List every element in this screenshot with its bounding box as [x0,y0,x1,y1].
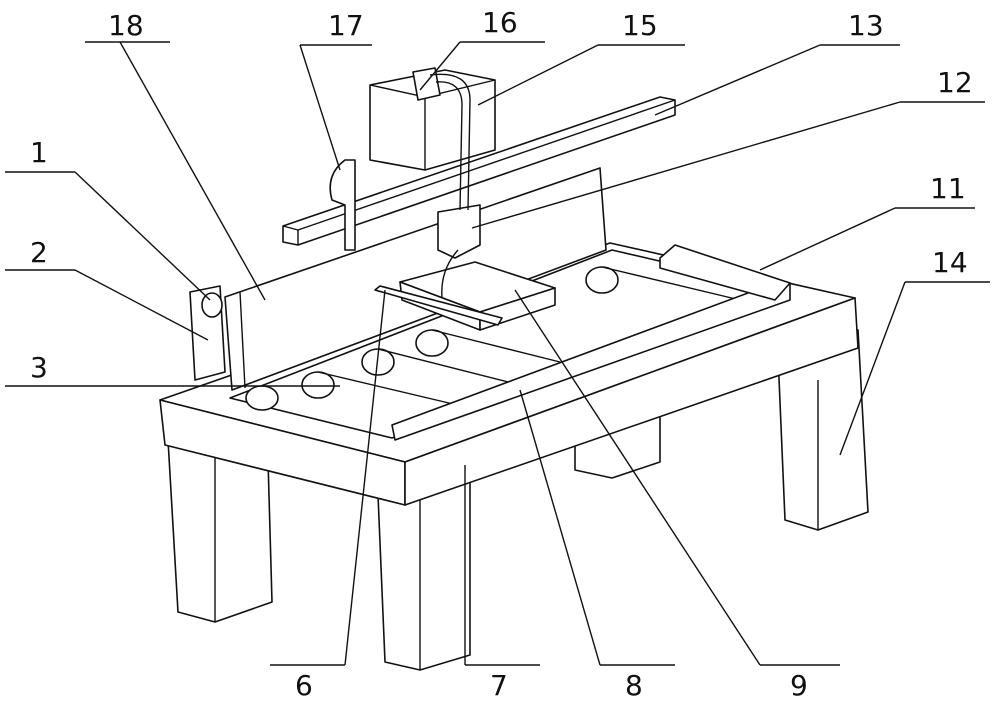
callout-12: 12 [472,66,985,228]
label-6: 6 [295,669,313,702]
label-3: 3 [30,351,48,384]
callout-3: 3 [5,351,340,386]
label-12: 12 [937,66,973,99]
callout-9: 9 [515,290,840,702]
label-16: 16 [482,6,518,39]
callout-13: 13 [655,9,900,115]
callout-1: 1 [5,136,210,300]
label-9: 9 [790,669,808,702]
callout-8: 8 [520,390,675,702]
callout-2: 2 [5,236,208,340]
label-15: 15 [622,9,658,42]
label-8: 8 [625,669,643,702]
label-2: 2 [30,236,48,269]
callout-16: 16 [420,6,545,90]
label-17: 17 [328,9,364,42]
label-13: 13 [848,9,884,42]
label-7: 7 [490,669,508,702]
label-1: 1 [30,136,48,169]
label-18: 18 [108,9,144,42]
callout-17: 17 [300,9,372,170]
label-14: 14 [932,246,968,279]
callout-7: 7 [465,465,540,702]
callout-14: 14 [840,246,990,455]
callout-6: 6 [270,290,385,702]
label-11: 11 [930,172,966,205]
callout-18: 18 [85,9,265,300]
